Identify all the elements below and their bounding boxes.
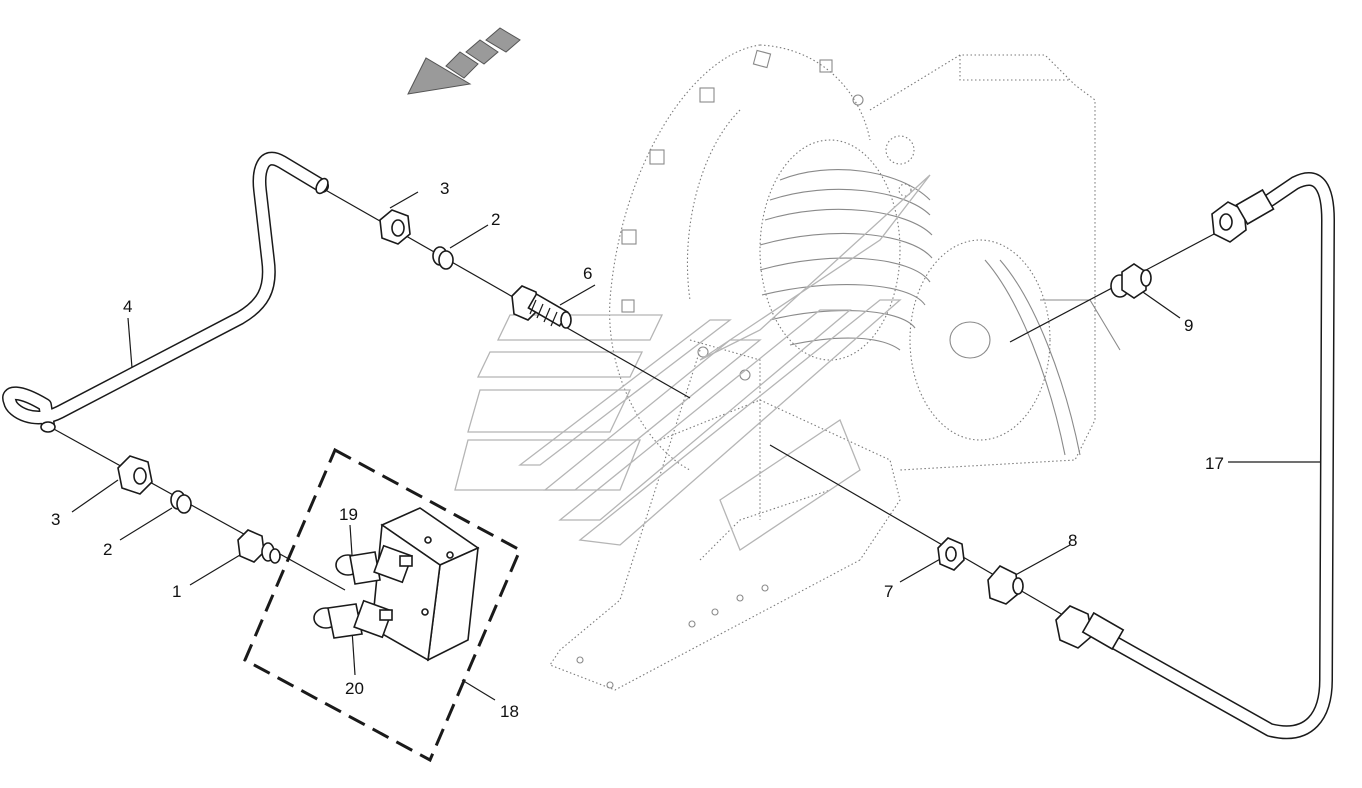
- tube-part-4: [2, 151, 329, 433]
- callout-18: 18: [500, 702, 519, 721]
- callout-19: 19: [339, 505, 358, 524]
- tube-end-nut-upper: [1211, 188, 1275, 243]
- callout-6: 6: [583, 264, 592, 283]
- nut-part-7: [937, 537, 965, 571]
- solenoid-part-20: [313, 599, 393, 639]
- callout-3-lower: 3: [51, 510, 60, 529]
- fitting-part-1: [237, 529, 281, 564]
- callout-8: 8: [1068, 531, 1077, 550]
- valve-block-part-18: [243, 447, 522, 763]
- watermark-graphic: [454, 174, 931, 551]
- fitting-part-8: [987, 565, 1024, 605]
- callout-4: 4: [123, 297, 132, 316]
- callout-1: 1: [172, 582, 181, 601]
- callout-2-lower: 2: [103, 540, 112, 559]
- callout-17: 17: [1205, 454, 1224, 473]
- nut-part-3-upper: [379, 209, 411, 245]
- callout-3-upper: 3: [440, 179, 449, 198]
- callout-2-upper: 2: [491, 210, 500, 229]
- nut-part-3-lower: [117, 455, 153, 495]
- solenoid-part-19: [335, 544, 413, 585]
- tube-part-17: [1103, 172, 1335, 740]
- winch-assembly-background: [549, 44, 1121, 691]
- ring-part-2-lower: [170, 490, 192, 514]
- tube-end-nut-lower: [1055, 605, 1125, 651]
- callout-9: 9: [1184, 316, 1193, 335]
- direction-arrow-icon: [407, 27, 521, 95]
- callout-7: 7: [884, 582, 893, 601]
- connector-part-6: [511, 285, 572, 329]
- ring-part-2-upper: [432, 246, 454, 270]
- fitting-part-9: [1110, 263, 1152, 299]
- callout-20: 20: [345, 679, 364, 698]
